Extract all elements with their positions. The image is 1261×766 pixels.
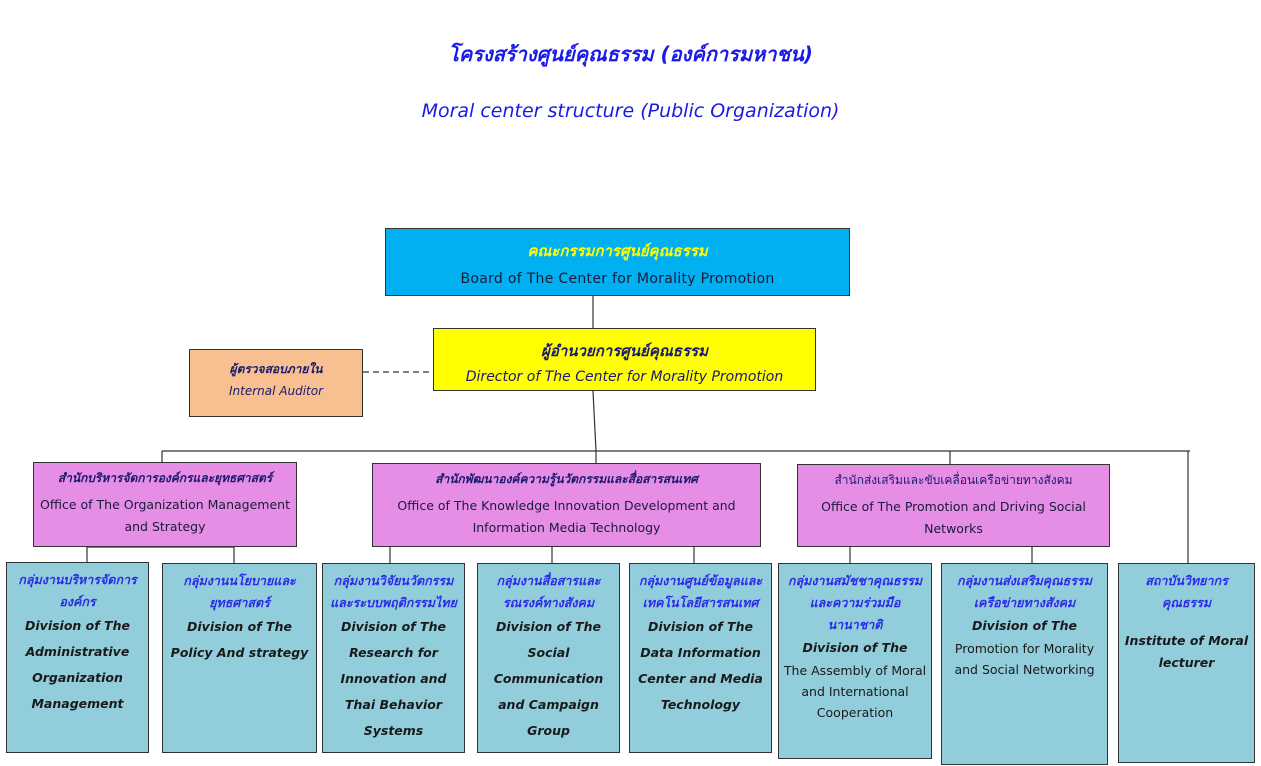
division-label-thai: กลุ่มงานวิจัยนวัตกรรมและระบบพฤติกรรมไทย — [330, 573, 457, 610]
chart-title-thai: โครงสร้างศูนย์คุณธรรม (องค์การมหาชน) — [448, 42, 813, 66]
division-box-data-center: กลุ่มงานศูนย์ข้อมูลและเทคโนโลยีสารสนเทศ … — [629, 563, 772, 753]
chart-title-english: Moral center structure (Public Organizat… — [421, 100, 840, 122]
auditor-label-english: Internal Auditor — [228, 384, 324, 398]
division-label-thai: สถาบันวิทยากรคุณธรรม — [1145, 573, 1228, 610]
office-box-networks: สำนักส่งเสริมและขับเคลื่อนเครือข่ายทางสั… — [797, 464, 1110, 547]
auditor-label-thai: ผู้ตรวจสอบภายใน — [229, 362, 323, 376]
director-box: ผู้อำนวยการศูนย์คุณธรรม Director of The … — [433, 328, 816, 391]
division-label-english: The Assembly of Moral and International … — [783, 663, 927, 720]
division-box-administrative: กลุ่มงานบริหารจัดการองค์กร Division of T… — [6, 562, 149, 753]
division-label-english: Promotion for Morality and Social Networ… — [954, 641, 1095, 677]
division-label-thai: กลุ่มงานบริหารจัดการองค์กร — [18, 572, 137, 609]
board-box: คณะกรรมการศูนย์คุณธรรม Board of The Cent… — [385, 228, 850, 296]
office-label-thai: สำนักบริหารจัดการองค์กรและยุทธศาสตร์ — [57, 471, 273, 485]
division-label-english: Division of The Policy And strategy — [170, 619, 309, 660]
division-label-english-head: Division of The — [972, 618, 1077, 633]
office-label-thai: สำนักพัฒนาองค์ความรู้นวัตกรรมและสื่อสารส… — [435, 472, 698, 486]
division-label-thai: กลุ่มงานนโยบายและยุทธศาสตร์ — [183, 573, 296, 610]
office-box-knowledge: สำนักพัฒนาองค์ความรู้นวัตกรรมและสื่อสารส… — [372, 463, 761, 547]
division-box-institute: สถาบันวิทยากรคุณธรรม Institute of Moral … — [1118, 563, 1255, 763]
director-label-thai: ผู้อำนวยการศูนย์คุณธรรม — [541, 342, 708, 360]
division-label-thai: กลุ่มงานสื่อสารและรณรงค์ทางสังคม — [496, 573, 601, 610]
division-label-english: Division of The Administrative Organizat… — [25, 618, 130, 711]
office-label-english: Office of The Promotion and Driving Soci… — [821, 499, 1086, 536]
division-label-english: Division of The Social Communication and… — [493, 619, 604, 738]
division-box-policy: กลุ่มงานนโยบายและยุทธศาสตร์ Division of … — [162, 563, 317, 753]
division-label-thai: กลุ่มงานส่งเสริมคุณธรรมเครือข่ายทางสังคม — [957, 573, 1092, 610]
office-label-english: Office of The Knowledge Innovation Devel… — [397, 498, 736, 535]
board-label-english: Board of The Center for Morality Promoti… — [460, 271, 775, 287]
office-box-management: สำนักบริหารจัดการองค์กรและยุทธศาสตร์ Off… — [33, 462, 297, 547]
division-box-social-networking: กลุ่มงานส่งเสริมคุณธรรมเครือข่ายทางสังคม… — [941, 563, 1108, 765]
division-label-thai: กลุ่มงานสมัชชาคุณธรรมและความร่วมมือนานาช… — [787, 573, 923, 632]
division-box-research: กลุ่มงานวิจัยนวัตกรรมและระบบพฤติกรรมไทย … — [322, 563, 465, 753]
division-label-english: Division of The Data Information Center … — [638, 619, 763, 712]
director-label-english: Director of The Center for Morality Prom… — [465, 369, 784, 385]
division-label-thai: กลุ่มงานศูนย์ข้อมูลและเทคโนโลยีสารสนเทศ — [638, 573, 763, 610]
board-label-thai: คณะกรรมการศูนย์คุณธรรม — [527, 242, 708, 260]
division-box-communication: กลุ่มงานสื่อสารและรณรงค์ทางสังคม Divisio… — [477, 563, 620, 753]
division-label-english: Institute of Moral lecturer — [1124, 633, 1249, 670]
auditor-box: ผู้ตรวจสอบภายใน Internal Auditor — [189, 349, 363, 417]
office-label-thai: สำนักส่งเสริมและขับเคลื่อนเครือข่ายทางสั… — [834, 473, 1073, 487]
division-box-assembly: กลุ่มงานสมัชชาคุณธรรมและความร่วมมือนานาช… — [778, 563, 932, 759]
division-label-english: Division of The Research for Innovation … — [340, 619, 447, 738]
division-label-english-head: Division of The — [802, 640, 908, 655]
office-label-english: Office of The Organization Management an… — [40, 497, 290, 534]
